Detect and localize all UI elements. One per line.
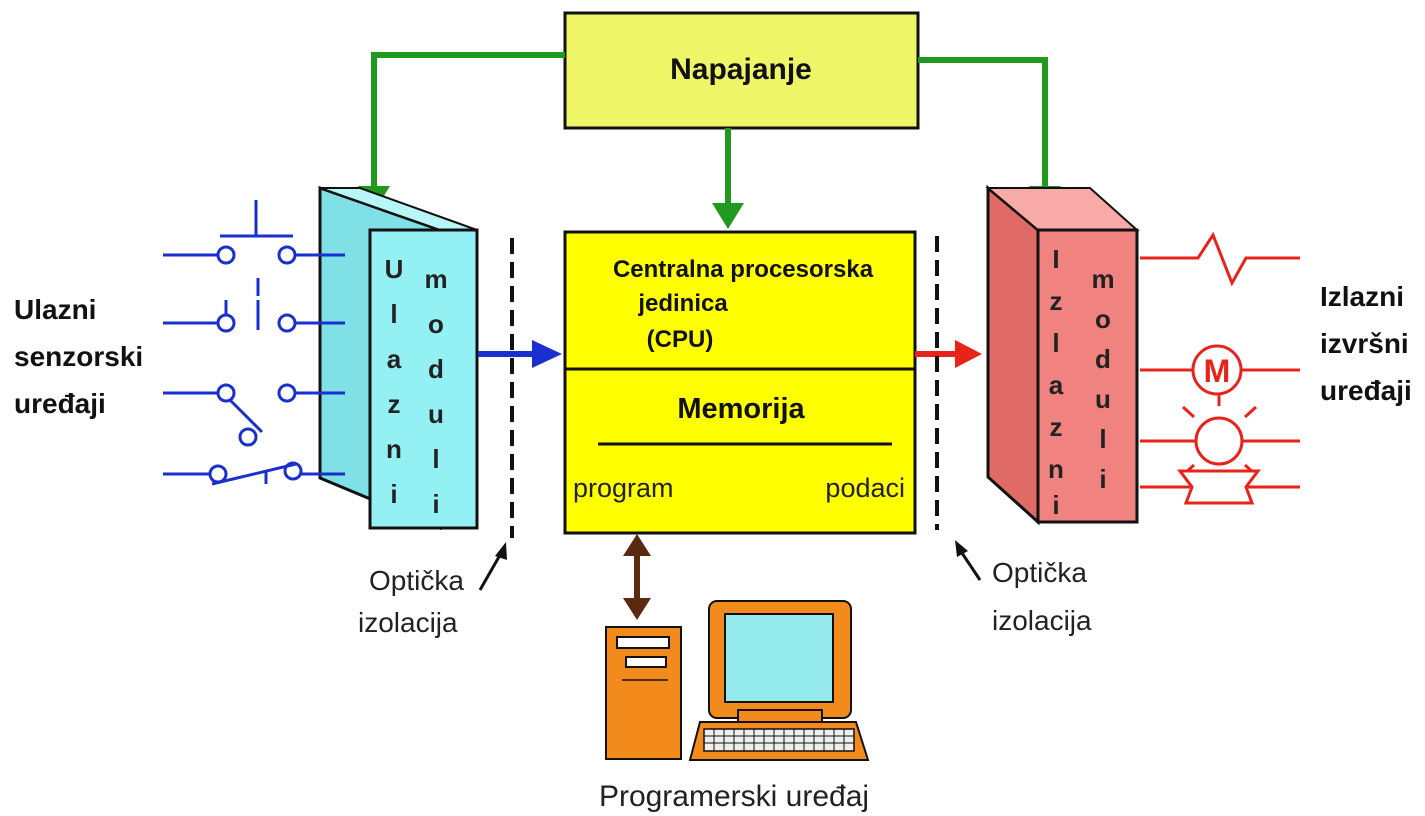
input-module-text-left: U l a z n i	[385, 254, 404, 509]
computer-keyboard	[688, 721, 870, 761]
output-module-letter: u	[1095, 384, 1111, 414]
output-module	[985, 184, 1140, 526]
heater-icon	[1140, 231, 1300, 287]
input-module-letter: o	[428, 309, 444, 339]
input-devices-label: Ulazni senzorski uređaji	[14, 294, 143, 419]
toggle-switch	[163, 383, 345, 447]
input-module-letter: i	[390, 479, 397, 509]
nc-contact-switch	[163, 461, 345, 486]
optical-isolation-right-line1: Optička	[992, 557, 1087, 588]
cpu-line3: (CPU)	[647, 326, 714, 353]
horn-icon	[1140, 469, 1300, 505]
pushbutton-switch-1	[163, 200, 345, 265]
cpu-line2: jedinica	[637, 290, 728, 317]
output-module-letter: l	[1099, 424, 1106, 454]
power-supply-block: Napajanje	[563, 11, 920, 130]
optical-isolation-left-label: Optička izolacija	[358, 565, 464, 638]
input-devices-line2: senzorski	[14, 341, 143, 372]
input-module-letter: l	[432, 444, 439, 474]
computer-monitor	[708, 600, 852, 723]
input-module-letter: z	[388, 389, 401, 419]
output-module-letter: i	[1099, 464, 1106, 494]
input-module-letter: U	[385, 254, 404, 284]
output-devices-line1: Izlazni	[1320, 281, 1404, 312]
computer-icon	[605, 600, 870, 761]
power-arrowhead-cpu	[712, 203, 744, 229]
output-module-letter: z	[1050, 286, 1063, 316]
output-module-text-right: m o d u l i	[1091, 264, 1114, 494]
power-arrows	[371, 52, 1048, 205]
input-module-letter: u	[428, 399, 444, 429]
output-devices-line3: uređaji	[1320, 375, 1412, 406]
motor-label: M	[1204, 353, 1231, 389]
input-module-letter: d	[428, 354, 444, 384]
power-line-to-output	[918, 57, 1048, 188]
output-module-letter: o	[1095, 304, 1111, 334]
optical-isolation-right-label: Optička izolacija	[992, 557, 1092, 636]
optical-isolation-left-pointer	[478, 542, 507, 591]
optical-isolation-left-line2: izolacija	[358, 607, 458, 638]
output-devices-label: Izlazni izvršni uređaji	[1320, 281, 1412, 406]
output-module-text-left: I z l a z n i	[1048, 244, 1064, 520]
output-actuators: M	[1140, 231, 1300, 505]
input-devices-line3: uređaji	[14, 388, 106, 419]
output-devices-line2: izvršni	[1320, 328, 1409, 359]
output-module-letter: i	[1052, 490, 1059, 520]
input-module-letter: a	[387, 344, 402, 374]
memory-data-label: podaci	[825, 473, 905, 503]
computer-tower	[605, 626, 682, 760]
input-switches	[163, 200, 345, 486]
input-module-letter: i	[432, 489, 439, 519]
output-module-letter: d	[1095, 344, 1111, 374]
motor-icon: M	[1140, 344, 1300, 396]
cpu-line1: Centralna procesorska	[613, 256, 874, 283]
input-module-letter: n	[386, 434, 402, 464]
memory-title: Memorija	[677, 393, 805, 425]
output-module-letter: l	[1052, 328, 1059, 358]
optical-isolation-left-line1: Optička	[369, 565, 464, 596]
programming-device-label: Programerski uređaj	[599, 780, 869, 813]
pushbutton-switch-2	[163, 278, 345, 333]
output-module-letter: m	[1091, 264, 1114, 294]
output-module-letter: n	[1048, 454, 1064, 484]
optical-isolation-right-line2: izolacija	[992, 605, 1092, 636]
input-data-arrow	[478, 340, 562, 368]
input-module-text-right: m o d u l i	[424, 264, 447, 519]
input-module	[318, 185, 479, 531]
output-module-letter: z	[1050, 412, 1063, 442]
input-module-letter: m	[424, 264, 447, 294]
memory-program-label: program	[573, 473, 674, 503]
power-line-to-input	[371, 52, 565, 188]
output-data-arrow	[915, 340, 982, 368]
power-supply-label: Napajanje	[670, 53, 812, 86]
output-module-letter: I	[1052, 244, 1059, 274]
output-module-letter: a	[1049, 370, 1064, 400]
optical-isolation-right-pointer	[955, 540, 982, 581]
power-arrowheads	[358, 186, 1061, 229]
lamp-icon	[1140, 393, 1300, 477]
cpu-block: Centralna procesorska jedinica (CPU)	[563, 230, 917, 371]
input-devices-line1: Ulazni	[14, 294, 96, 325]
memory-block: Memorija program podaci	[563, 367, 917, 535]
programming-link-arrow	[623, 534, 651, 620]
input-module-letter: l	[390, 299, 397, 329]
